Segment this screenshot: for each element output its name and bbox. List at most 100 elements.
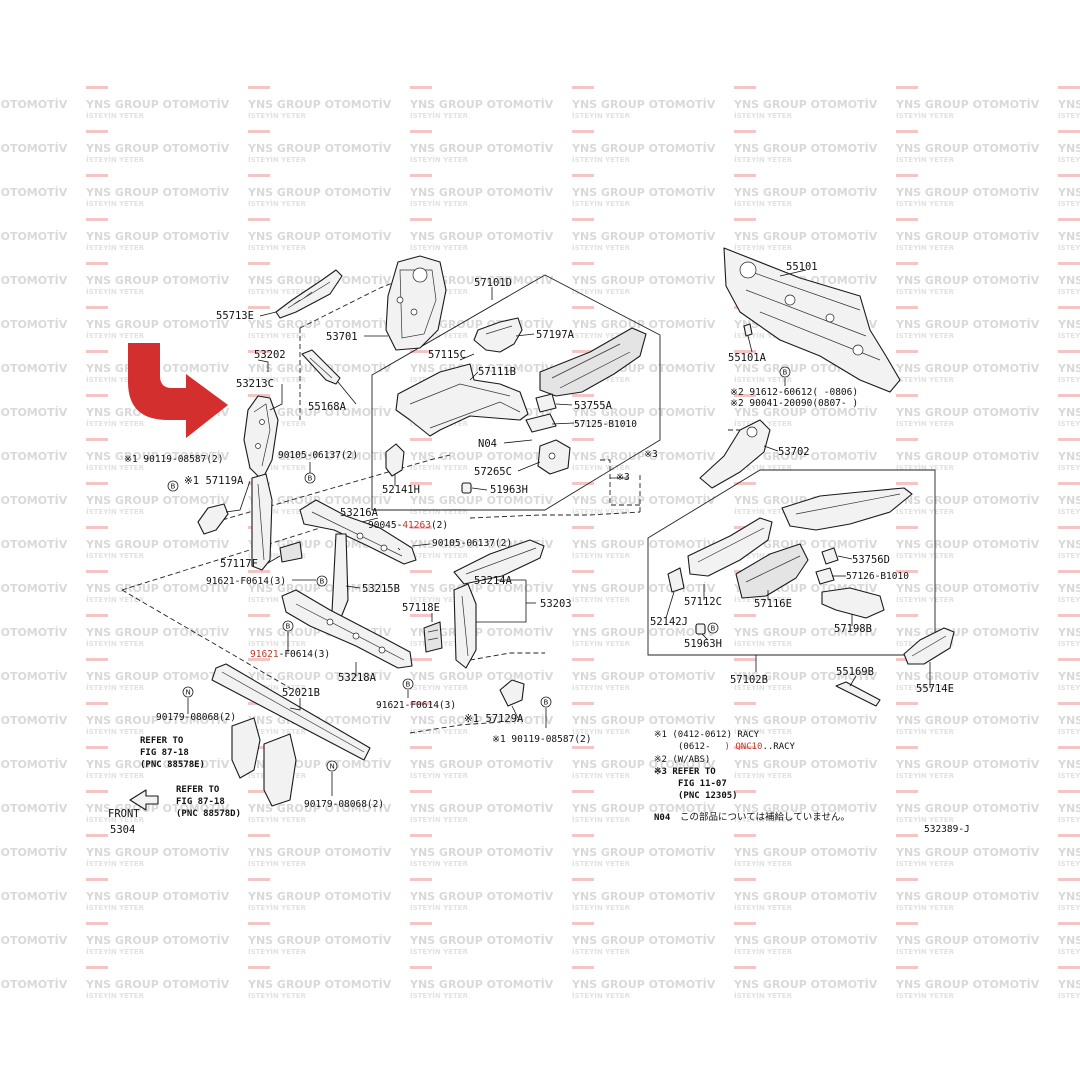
- watermark-slogan: İSTEYİN YETER: [248, 111, 307, 120]
- watermark-brand: YNS GROUP OTOMOTİV: [895, 845, 1040, 859]
- watermark-bar: [86, 130, 108, 133]
- watermark-bar: [410, 570, 432, 573]
- watermark-brand: YNS GROUP OTOMOTİV: [0, 537, 68, 551]
- watermark-slogan: İSTEYİN YETER: [86, 419, 145, 428]
- watermark-bar: [734, 218, 756, 221]
- watermark-bar: [734, 746, 756, 749]
- watermark-brand: YNS GROUP OTOMOTİV: [247, 933, 392, 947]
- watermark-brand: YNS GROUP OTOMOTİV: [409, 581, 554, 595]
- watermark-brand: YNS GROUP OTOMOTİV: [895, 537, 1040, 551]
- watermark-slogan: İSTEYİN YETER: [1058, 815, 1080, 824]
- label-N04: N04: [478, 438, 497, 450]
- watermark-brand: YNS GROUP OTOMOTİV: [571, 537, 716, 551]
- watermark-brand: YNS GROUP OTOMOTİV: [85, 493, 230, 507]
- label-90179-08068-b: 90179-08068(2): [304, 799, 384, 810]
- watermark-bar: [1058, 306, 1080, 309]
- watermark-bar: [410, 922, 432, 925]
- watermark-slogan: İSTEYİN YETER: [410, 903, 469, 912]
- watermark-slogan: İSTEYİN YETER: [410, 155, 469, 164]
- watermark-bar: [572, 350, 594, 353]
- refer-note-88578E: REFER TO FIG 87-18 (PNC 88578E): [140, 736, 205, 770]
- watermark-slogan: İSTEYİN YETER: [572, 815, 631, 824]
- label-90041-20090: ※2 90041-20090(0807- ): [730, 398, 858, 409]
- watermark-slogan: İSTEYİN YETER: [572, 991, 631, 1000]
- watermark-brand: YNS GROUP OTOMOTİV: [571, 97, 716, 111]
- watermark-bar: [1058, 350, 1080, 353]
- watermark-brand: YNS GROUP OTOMOTİV: [571, 493, 716, 507]
- watermark-bar: [86, 658, 108, 661]
- watermark-bar: [734, 966, 756, 969]
- watermark-slogan: İSTEYİN YETER: [1058, 771, 1080, 780]
- watermark-bar: [896, 878, 918, 881]
- part-52141H: [385, 443, 405, 477]
- watermark-bar: [1058, 790, 1080, 793]
- watermark-bar: [86, 218, 108, 221]
- part-57115C: [539, 327, 647, 397]
- watermark-bar: [410, 218, 432, 221]
- part-57119A: [197, 503, 229, 535]
- watermark-brand: YNS GROUP OTOMOTİV: [895, 669, 1040, 683]
- watermark-bar: [1058, 834, 1080, 837]
- watermark-brand: YNS GROUP OTOMOTİV: [895, 185, 1040, 199]
- watermark-bar: [86, 174, 108, 177]
- part-57117F: [251, 473, 273, 571]
- watermark-slogan: İSTEYİN YETER: [86, 771, 145, 780]
- watermark-slogan: İSTEYİN YETER: [572, 111, 631, 120]
- watermark-slogan: İSTEYİN YETER: [734, 859, 793, 868]
- watermark-bar: [248, 790, 270, 793]
- part-53755A: [535, 393, 557, 413]
- watermark-slogan: İSTEYİN YETER: [734, 551, 793, 560]
- watermark-bar: [248, 350, 270, 353]
- watermark-brand: YNS GROUP OTOMOTİV: [571, 625, 716, 639]
- watermark-slogan: İSTEYİN YETER: [734, 463, 793, 472]
- part-57126-B1010: [815, 567, 835, 585]
- watermark-brand: YNS GROUP OTOMOTİV: [1057, 845, 1080, 859]
- watermark-bar: [896, 218, 918, 221]
- label-91621-F0614-b: 91621-F0614(3): [250, 649, 330, 660]
- watermark-slogan: İSTEYİN YETER: [572, 859, 631, 868]
- label-53701: 53701: [326, 331, 358, 343]
- watermark-brand: YNS GROUP OTOMOTİV: [895, 493, 1040, 507]
- watermark-brand: YNS GROUP OTOMOTİV: [571, 185, 716, 199]
- svg-text:N: N: [186, 689, 191, 697]
- watermark-bar: [896, 966, 918, 969]
- watermark-brand: YNS GROUP OTOMOTİV: [733, 713, 878, 727]
- watermark-brand: YNS GROUP OTOMOTİV: [85, 713, 230, 727]
- watermark-slogan: İSTEYİN YETER: [248, 155, 307, 164]
- watermark-bar: [410, 746, 432, 749]
- watermark-slogan: İSTEYİN YETER: [572, 507, 631, 516]
- watermark-bar: [86, 86, 108, 89]
- watermark-brand: YNS GROUP OTOMOTİV: [247, 185, 392, 199]
- watermark-slogan: İSTEYİN YETER: [572, 771, 631, 780]
- watermark-brand: YNS GROUP OTOMOTİV: [733, 757, 878, 771]
- watermark-bar: [248, 570, 270, 573]
- watermark-brand: YNS GROUP OTOMOTİV: [571, 669, 716, 683]
- watermark-slogan: İSTEYİN YETER: [896, 815, 955, 824]
- watermark-bar: [86, 922, 108, 925]
- label-57102B: 57102B: [730, 674, 768, 686]
- label-57117F: 57117F: [220, 558, 258, 570]
- watermark-slogan: İSTEYİN YETER: [896, 287, 955, 296]
- note-n04-code: N04: [654, 813, 671, 823]
- watermark-brand: YNS GROUP OTOMOTİV: [1057, 977, 1080, 991]
- watermark-slogan: İSTEYİN YETER: [86, 243, 145, 252]
- watermark-bar: [86, 966, 108, 969]
- note-3c: (PNC 12305): [678, 791, 738, 801]
- watermark-slogan: İSTEYİN YETER: [572, 903, 631, 912]
- watermark-slogan: İSTEYİN YETER: [896, 507, 955, 516]
- watermark-bar: [86, 878, 108, 881]
- watermark-brand: YNS GROUP OTOMOTİV: [0, 229, 68, 243]
- label-90119-08587-a: ※1 90119-08587(2): [124, 454, 223, 465]
- watermark-bar: [896, 702, 918, 705]
- watermark-brand: YNS GROUP OTOMOTİV: [85, 581, 230, 595]
- watermark-bar: [410, 658, 432, 661]
- watermark-bar: [896, 394, 918, 397]
- watermark-brand: YNS GROUP OTOMOTİV: [733, 405, 878, 419]
- watermark-bar: [248, 922, 270, 925]
- watermark-brand: YNS GROUP OTOMOTİV: [1057, 801, 1080, 815]
- watermark-slogan: İSTEYİN YETER: [410, 507, 469, 516]
- part-53202: [243, 395, 279, 481]
- watermark-bar: [86, 306, 108, 309]
- watermark-bar: [86, 526, 108, 529]
